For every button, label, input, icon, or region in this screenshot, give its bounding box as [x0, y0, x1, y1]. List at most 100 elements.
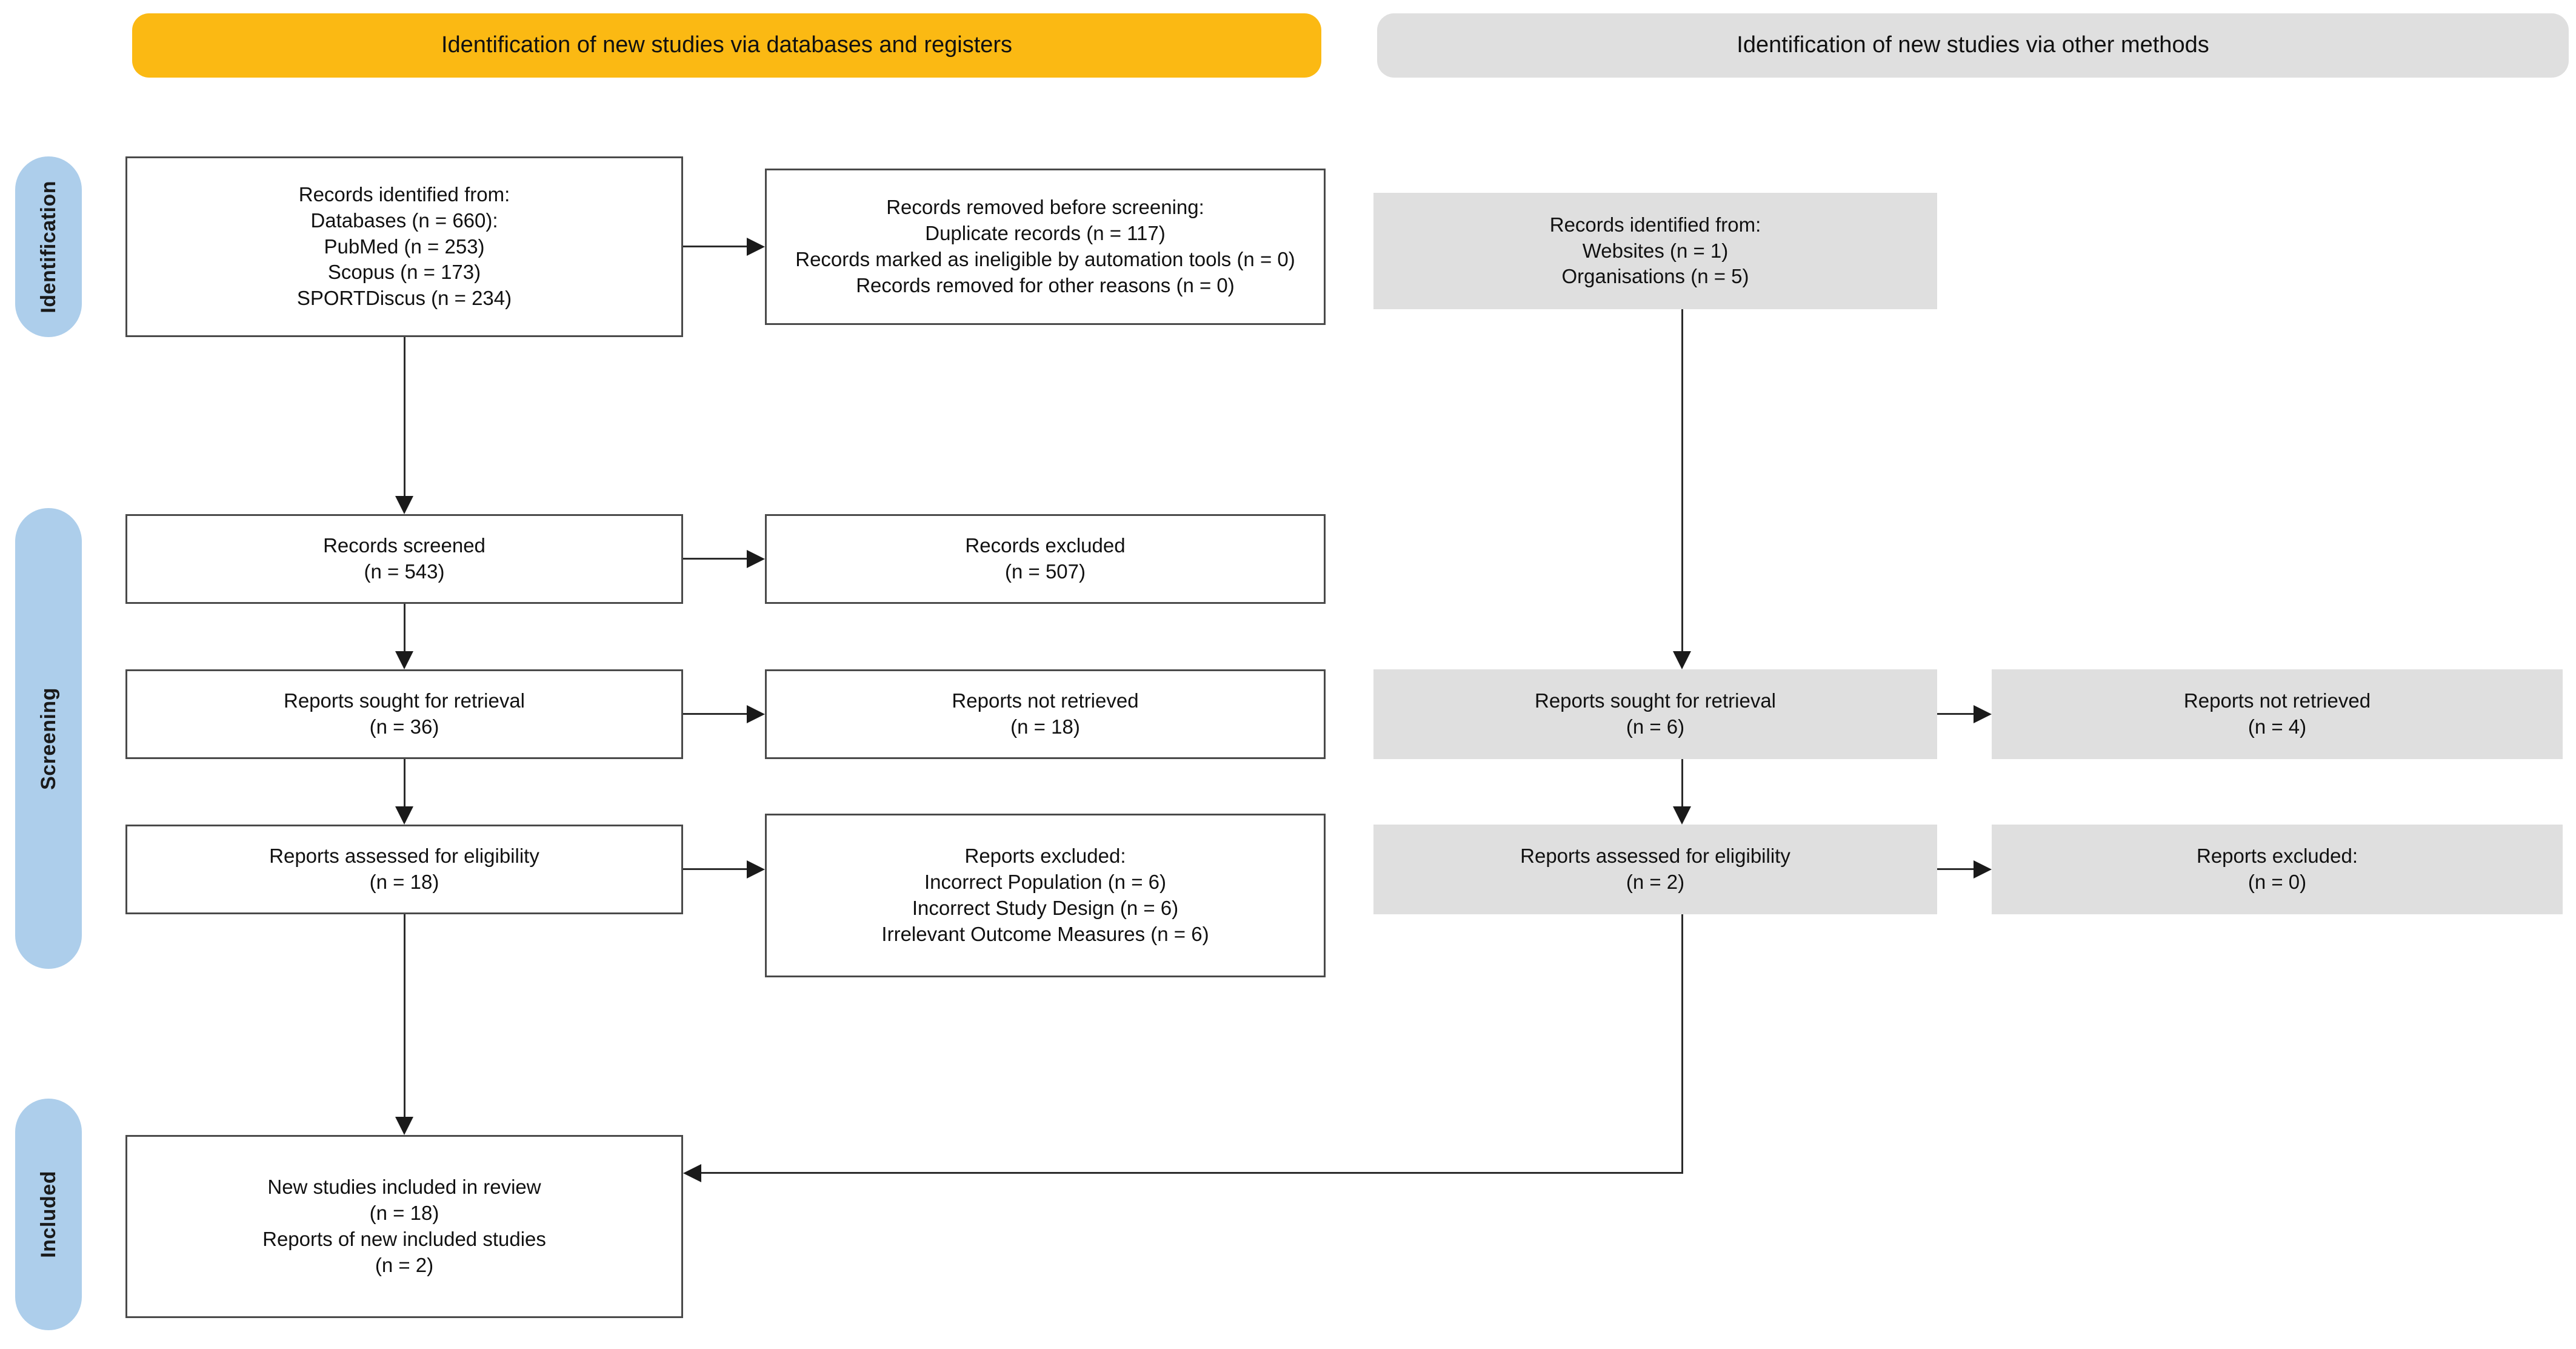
box-text-line: New studies included in review	[267, 1176, 541, 1199]
box-new-studies-included: New studies included in review (n = 18) Re…	[125, 1135, 683, 1318]
box-text-line: PubMed (n = 253)	[324, 235, 485, 258]
box-text-line: Organisations (n = 5)	[1561, 265, 1749, 288]
header-databases-label: Identification of new studies via databa…	[441, 32, 1013, 58]
box-text-line: (n = 507)	[1005, 560, 1086, 583]
connector-screened-to-excluded	[683, 558, 747, 560]
box-text-line: Duplicate records (n = 117)	[925, 222, 1166, 245]
arrow-other-sought-to-assessed-icon	[1673, 806, 1691, 825]
box-text-line: Websites (n = 1)	[1582, 239, 1729, 262]
box-text-line: Records identified from:	[1549, 213, 1761, 236]
reports-sought-lines: Reports sought for retrieval(n = 36)	[136, 688, 673, 740]
connector-other-sought-to-notretrieved	[1937, 713, 1974, 715]
header-databases-registers: Identification of new studies via databa…	[132, 13, 1321, 78]
box-text-line: Reports excluded:	[964, 845, 1126, 868]
box-reports-assessed-databases: Reports assessed for eligibility (n = 18)	[125, 825, 683, 914]
stage-label-identification: Identification	[36, 180, 60, 313]
box-reports-not-retrieved-databases: Reports not retrieved (n = 18)	[765, 669, 1326, 759]
arrow-other-assessed-to-included-icon	[683, 1164, 701, 1182]
arrow-identified-to-removed-icon	[747, 238, 765, 256]
box-reports-excluded-other: Reports excluded: (n = 0)	[1992, 825, 2563, 914]
box-text-line: (n = 18)	[369, 871, 439, 893]
reports-assessed-lines: Reports assessed for eligibility (n = 18)	[136, 843, 673, 895]
stage-pill-screening: Screening	[15, 508, 82, 969]
box-reports-not-retrieved-other: Reports not retrieved (n = 4)	[1992, 669, 2563, 759]
box-records-identified-databases: Records identified from: Databases (n = 6…	[125, 156, 683, 337]
stage-pill-identification: Identification	[15, 156, 82, 337]
box-records-identified-other: Records identified from: Websites (n = 1)…	[1373, 193, 1937, 309]
arrow-screened-to-excluded-icon	[747, 550, 765, 568]
box-text-line: Reports excluded:	[2197, 845, 2358, 868]
box-records-screened: Records screened (n = 543)	[125, 514, 683, 604]
box-text-line: (n = 18)	[1010, 715, 1080, 738]
arrow-sought-to-assessed-icon	[395, 806, 413, 825]
box-reports-assessed-other: Reports assessed for eligibility (n = 2)	[1373, 825, 1937, 914]
reports-sought-other-lines: Reports sought for retrieval (n = 6)	[1382, 688, 1929, 740]
records-screened-lines: Records screened (n = 543)	[136, 533, 673, 585]
box-text-line: Reports of new included studies	[262, 1228, 546, 1250]
box-text-line: SPORTDiscus (n = 234)	[296, 287, 512, 310]
box-text-line: (n = 6)	[1626, 715, 1685, 738]
box-text-line: Reports not retrieved	[2183, 689, 2371, 712]
arrow-screened-to-sought-icon	[395, 651, 413, 669]
records-excluded-lines: Records excluded (n = 507)	[775, 533, 1315, 585]
box-text-line: Incorrect Population (n = 6)	[924, 871, 1166, 894]
box-text-line: (n = 2)	[375, 1253, 434, 1276]
box-reports-sought-databases: Reports sought for retrieval(n = 36)	[125, 669, 683, 759]
box-records-removed-before-screening: Records removed before screening:Duplica…	[765, 169, 1326, 325]
records-identified-lines: Records identified from: Databases (n = 6…	[136, 182, 673, 312]
box-text-line: Records screened	[323, 534, 486, 557]
reports-excluded-other-lines: Reports excluded: (n = 0)	[2000, 843, 2554, 895]
box-text-line: Records excluded	[965, 534, 1126, 557]
arrow-sought-to-notretrieved-icon	[747, 705, 765, 723]
arrow-other-sought-to-notretrieved-icon	[1974, 705, 1992, 723]
stage-pill-included: Included	[15, 1099, 82, 1330]
connector-other-identified-to-sought	[1681, 309, 1683, 651]
connector-screened-to-sought	[404, 604, 405, 651]
records-identified-other-lines: Records identified from: Websites (n = 1)…	[1382, 212, 1929, 290]
stage-label-screening: Screening	[36, 687, 60, 790]
arrow-identified-to-screened-icon	[395, 496, 413, 514]
stage-label-included: Included	[36, 1171, 60, 1258]
box-text-line: Records removed for other reasons (n = 0…	[856, 273, 1235, 296]
connector-other-assessed-to-excluded	[1937, 868, 1974, 870]
box-text-line: (n = 4)	[2247, 715, 2307, 738]
connector-assessed-to-included	[404, 914, 405, 1117]
records-removed-lines: Records removed before screening:Duplica…	[775, 195, 1315, 299]
connector-other-assessed-down	[1681, 914, 1683, 1174]
box-text-line: Reports assessed for eligibility	[1520, 845, 1790, 868]
connector-other-sought-to-assessed	[1681, 759, 1683, 806]
box-text-line: Records marked as ineligible by automati…	[795, 248, 1295, 270]
box-text-line: (n = 18)	[369, 1202, 439, 1225]
new-studies-included-lines: New studies included in review (n = 18) Re…	[136, 1174, 673, 1279]
box-text-line: Databases (n = 660):	[310, 209, 498, 232]
box-text-line: Irrelevant Outcome Measures (n = 6)	[881, 922, 1209, 945]
arrow-assessed-to-included-icon	[395, 1117, 413, 1135]
connector-identified-to-removed	[683, 246, 747, 247]
box-reports-sought-other: Reports sought for retrieval (n = 6)	[1373, 669, 1937, 759]
connector-assessed-to-reportsexcluded	[683, 868, 747, 870]
arrow-other-identified-to-sought-icon	[1673, 651, 1691, 669]
box-text-line: Incorrect Study Design (n = 6)	[912, 897, 1179, 919]
box-records-excluded: Records excluded (n = 507)	[765, 514, 1326, 604]
box-text-line: Records identified from:	[298, 182, 510, 206]
box-text-line: (n = 0)	[2247, 871, 2307, 893]
box-reports-excluded-databases: Reports excluded: Incorrect Population (n…	[765, 814, 1326, 977]
header-other-methods: Identification of new studies via other …	[1377, 13, 2569, 78]
connector-sought-to-notretrieved	[683, 713, 747, 715]
reports-assessed-other-lines: Reports assessed for eligibility (n = 2)	[1382, 843, 1929, 895]
box-text-line: Scopus (n = 173)	[327, 261, 481, 284]
box-text-line: Reports assessed for eligibility	[269, 845, 539, 868]
reports-not-retrieved-lines: Reports not retrieved (n = 18)	[775, 688, 1315, 740]
arrow-other-assessed-to-excluded-icon	[1974, 860, 1992, 879]
reports-not-retrieved-other-lines: Reports not retrieved (n = 4)	[2000, 688, 2554, 740]
connector-other-assessed-to-included	[701, 1172, 1683, 1174]
connector-identified-to-screened	[404, 337, 405, 496]
header-other-label: Identification of new studies via other …	[1737, 32, 2209, 58]
box-text-line: Reports not retrieved	[952, 689, 1139, 712]
box-text-line: Reports sought for retrieval	[1534, 689, 1776, 712]
box-text-line: (n = 36)	[369, 715, 439, 738]
connector-sought-to-assessed	[404, 759, 405, 806]
box-text-line: (n = 543)	[364, 560, 445, 583]
box-text-line: (n = 2)	[1626, 871, 1685, 893]
